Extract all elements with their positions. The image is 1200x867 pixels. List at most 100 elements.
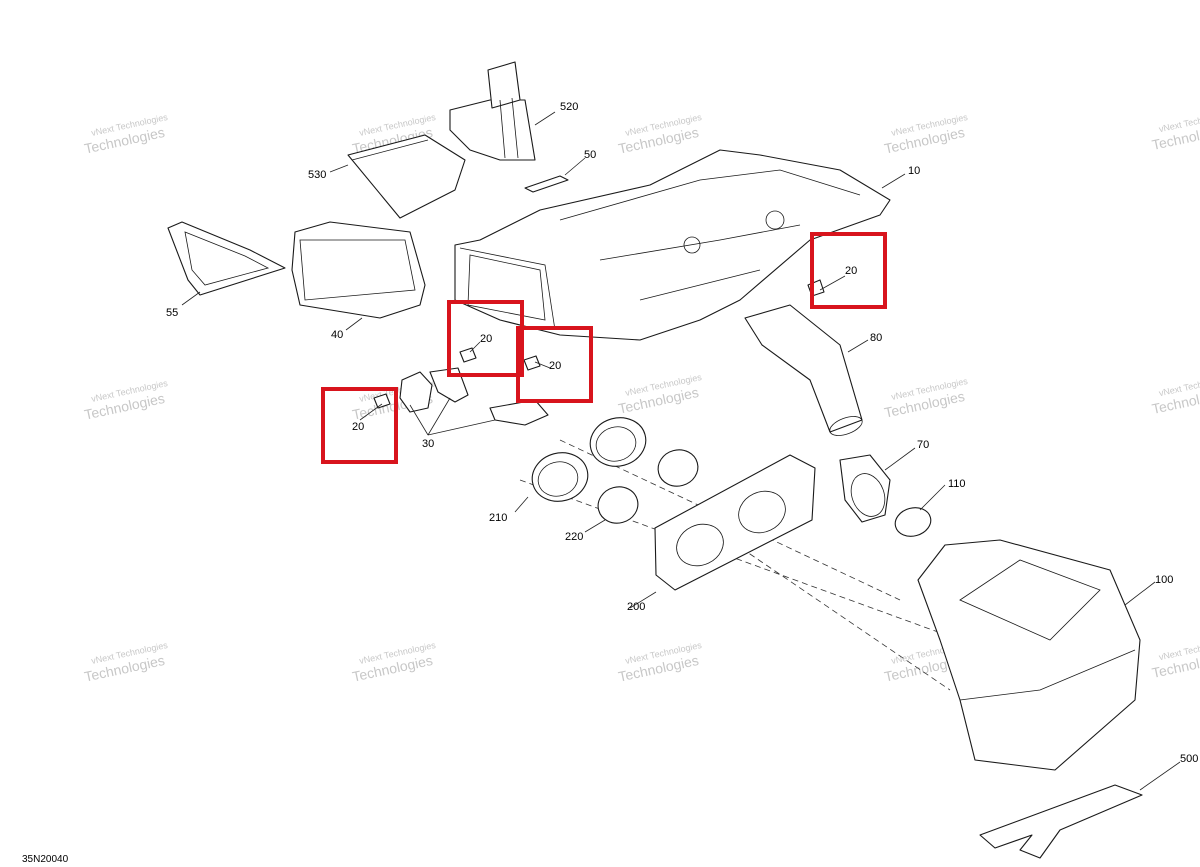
callout-20[interactable]: 20 (352, 421, 364, 433)
highlight-box-20 (516, 326, 593, 403)
leader-line (514, 496, 529, 513)
callout-110[interactable]: 110 (948, 478, 966, 490)
part-40-duct[interactable] (291, 221, 426, 319)
watermark: vNext Technologies Technologies (1150, 108, 1200, 153)
leader-line (469, 341, 481, 353)
part-30-clip (489, 399, 549, 426)
part-55-outer (167, 221, 286, 296)
leader-line (629, 591, 657, 609)
part-530-body (347, 134, 466, 219)
part-10-ridge (559, 169, 861, 221)
part-210-ring-inner (537, 461, 579, 497)
callout-20[interactable]: 20 (845, 265, 857, 277)
leader-line (359, 403, 383, 421)
part-100-body (917, 539, 1141, 771)
part-30-clip (399, 371, 433, 413)
watermark: vNext Technologies Technologies (83, 378, 169, 423)
leader-line (1124, 581, 1156, 606)
part-200-port (676, 523, 724, 567)
leader-line (345, 317, 363, 331)
watermark: vNext Technologies Technologies (883, 112, 969, 157)
part-50-body (524, 175, 569, 193)
part-500-gasket[interactable] (979, 784, 1143, 859)
leader-line (409, 397, 496, 436)
part-500-body (979, 784, 1143, 859)
leader-line (534, 361, 551, 369)
leader-line (884, 447, 916, 471)
highlight-boxes (321, 232, 887, 464)
part-110-oring[interactable] (892, 504, 934, 540)
highlight-box-20 (810, 232, 887, 309)
watermark: vNext Technologies Technologies (617, 372, 703, 417)
part-80-hose[interactable] (744, 304, 865, 439)
part-100-airbox[interactable] (917, 539, 1141, 771)
part-20-fastener (459, 347, 477, 363)
leader-line (564, 157, 586, 176)
leader-line (181, 291, 201, 306)
callout-80[interactable]: 80 (870, 332, 882, 344)
part-200-body (654, 454, 816, 591)
part-220-clamp (597, 486, 639, 524)
callout-40[interactable]: 40 (331, 329, 343, 341)
leader-line (847, 339, 869, 353)
highlight-box-20 (447, 300, 524, 377)
callout-50[interactable]: 50 (584, 149, 596, 161)
callout-500[interactable]: 500 (1180, 753, 1198, 765)
leader-line (584, 519, 606, 533)
callout-30[interactable]: 30 (422, 438, 434, 450)
part-520-tab (487, 61, 521, 109)
part-10-ridge (639, 269, 761, 301)
part-100-top-face (959, 559, 1101, 641)
part-50-label[interactable] (524, 175, 569, 193)
highlight-box-20 (321, 387, 398, 464)
part-530-edge (351, 139, 429, 161)
part-210-ring-inner (595, 426, 637, 462)
leader-line (881, 173, 906, 189)
callout-10[interactable]: 10 (908, 165, 920, 177)
callout-220[interactable]: 220 (565, 531, 583, 543)
part-20-fastener (523, 355, 541, 371)
part-520-bracket[interactable] (449, 61, 536, 161)
part-55-inner (184, 231, 270, 286)
part-530-foam-sheet[interactable] (347, 134, 466, 219)
part-80-end (829, 416, 863, 436)
part-10-edge (459, 247, 556, 331)
part-210-ring (589, 417, 647, 467)
watermark: vNext Technologies Technologies (617, 112, 703, 157)
assembly-axis-line (519, 479, 961, 641)
leader-line (819, 275, 846, 291)
watermark: vNext Technologies Technologies (83, 640, 169, 685)
part-210-adapter-rings[interactable] (527, 412, 652, 508)
leader-line (1139, 761, 1181, 791)
callout-100[interactable]: 100 (1155, 574, 1173, 586)
part-70-body (839, 454, 891, 523)
callout-200[interactable]: 200 (627, 601, 645, 613)
watermark: vNext Technologies Technologies (883, 376, 969, 421)
callout-70[interactable]: 70 (917, 439, 929, 451)
part-70-elbow[interactable] (839, 454, 891, 523)
part-200-filter-plate[interactable] (654, 454, 816, 591)
diagram-code: 35N20040 (22, 854, 69, 865)
callout-530[interactable]: 530 (308, 169, 326, 181)
leader-line (534, 111, 556, 126)
callout-210[interactable]: 210 (489, 512, 507, 524)
part-70-opening (850, 473, 886, 517)
callout-20[interactable]: 20 (480, 333, 492, 345)
callout-55[interactable]: 55 (166, 307, 178, 319)
callout-20[interactable]: 20 (549, 360, 561, 372)
part-220-clamps[interactable] (594, 445, 702, 527)
part-210-ring (531, 452, 589, 502)
part-55-inlet-frame[interactable] (167, 221, 286, 296)
part-100-edge (959, 649, 1136, 701)
leader-line (919, 484, 946, 511)
watermark: vNext Technologies Technologies (1150, 636, 1200, 681)
part-10-boss (765, 210, 785, 230)
part-30-clips[interactable] (399, 367, 549, 426)
part-40-opening (299, 239, 416, 301)
part-220-clamp (657, 449, 699, 487)
part-520-ribs (499, 97, 519, 159)
callout-520[interactable]: 520 (560, 101, 578, 113)
part-80-body (744, 304, 863, 433)
watermark: vNext Technologies Technologies (351, 640, 437, 685)
